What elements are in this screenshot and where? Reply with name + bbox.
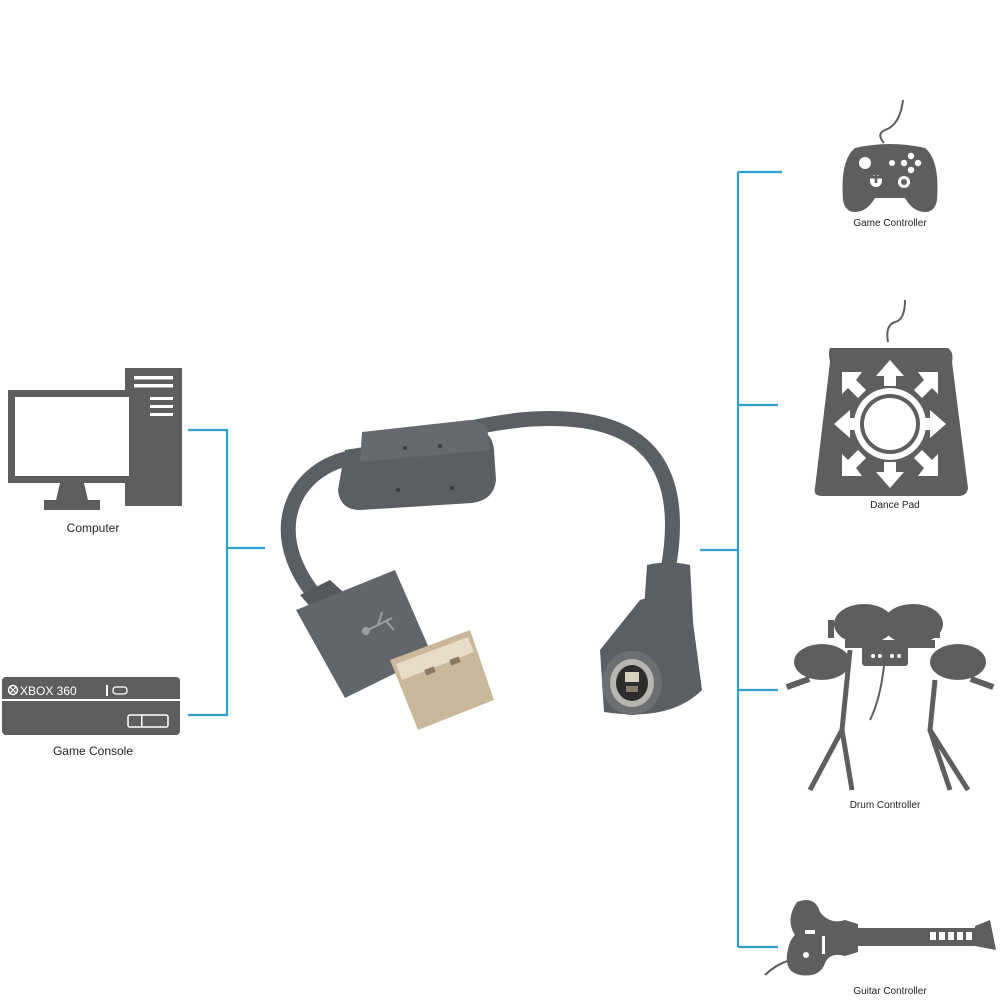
game-console-icon: XBOX 360 [2,677,180,735]
guitar-controller-icon [764,899,996,976]
drum-controller-label: Drum Controller [849,800,921,811]
right-connector [700,170,782,949]
computer-label: Computer [66,521,120,535]
left-connector [188,428,265,717]
breakaway-connector [600,562,702,715]
guitar-controller-label: Guitar Controller [853,986,927,997]
game-controller-label: Game Controller [853,218,927,229]
dance-pad-icon [814,299,968,496]
computer-icon [6,368,182,510]
console-badge: XBOX 360 [20,684,77,698]
game-console-label: Game Console [52,744,134,758]
game-controller-icon [842,99,938,212]
drum-controller-icon [785,604,995,792]
connector-lines [188,170,782,949]
usb-plug [296,570,494,730]
usb-cable [280,411,702,730]
dance-pad-label: Dance Pad [870,500,920,511]
ferrite-bead [338,420,496,510]
